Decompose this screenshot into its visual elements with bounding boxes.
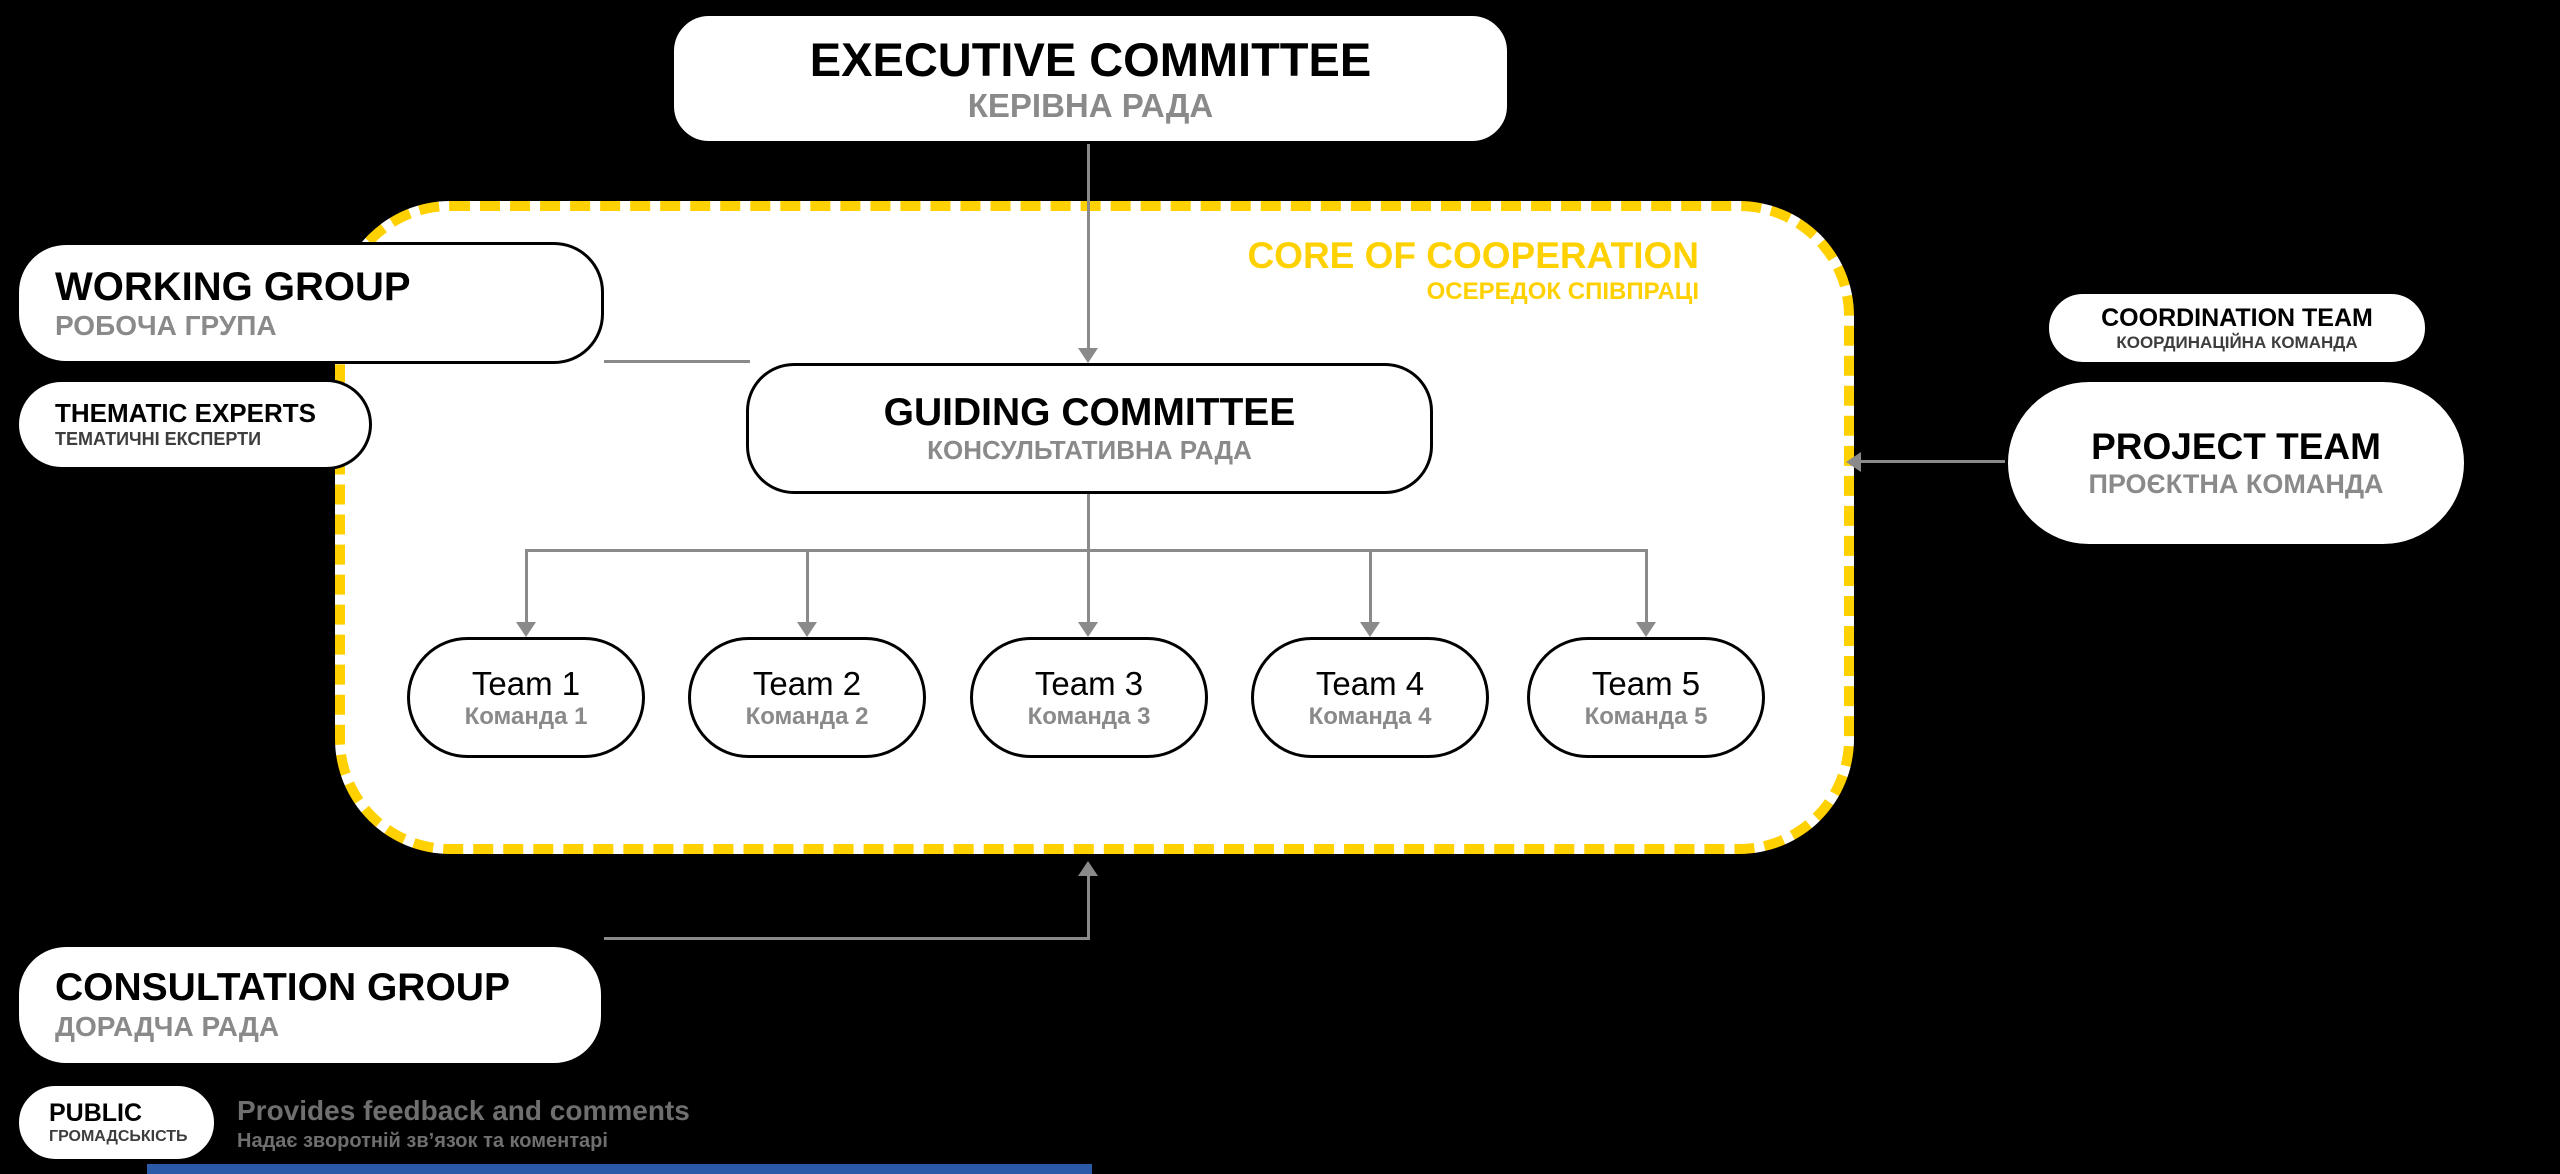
team-3-title: Team 3 (1034, 664, 1144, 702)
arrowhead-left-to-core-icon (1846, 452, 1861, 472)
team-2-box: Team 2 Команда 2 (688, 637, 926, 758)
team-1-box: Team 1 Команда 1 (407, 637, 645, 758)
connector-to-team-1 (525, 549, 528, 623)
connector-consultation-vertical (1087, 876, 1090, 940)
executive-committee-box: EXECUTIVE COMMITTEE КЕРІВНА РАДА (671, 13, 1510, 144)
team-3-subtitle: Команда 3 (1027, 702, 1151, 730)
core-of-cooperation-title-block: CORE OF COOPERATION ОСЕРЕДОК СПІВПРАЦІ (1247, 235, 1699, 306)
public-box: PUBLIC ГРОМАДСЬКІСТЬ (16, 1083, 217, 1162)
working-group-box: WORKING GROUP РОБОЧА ГРУПА (16, 242, 604, 364)
coordination-team-subtitle: КООРДИНАЦІЙНА КОМАНДА (2116, 332, 2358, 352)
consultation-group-box: CONSULTATION GROUP ДОРАДЧА РАДА (16, 944, 604, 1066)
public-subtitle: ГРОМАДСЬКІСТЬ (49, 1127, 188, 1145)
project-team-title: PROJECT TEAM (2091, 426, 2381, 468)
project-team-subtitle: ПРОЄКТНА КОМАНДА (2088, 468, 2384, 499)
thematic-experts-title: THEMATIC EXPERTS (55, 398, 316, 429)
feedback-note-line1: Provides feedback and comments (237, 1095, 690, 1126)
team-2-subtitle: Команда 2 (745, 702, 869, 730)
connector-to-team-5 (1645, 549, 1648, 623)
arrowhead-down-team-4-icon (1360, 622, 1380, 637)
guiding-committee-title: GUIDING COMMITTEE (883, 391, 1296, 435)
connector-to-team-3 (1087, 549, 1090, 623)
guiding-committee-subtitle: КОНСУЛЬТАТИВНА РАДА (927, 434, 1252, 465)
team-5-box: Team 5 Команда 5 (1527, 637, 1765, 758)
team-4-box: Team 4 Команда 4 (1251, 637, 1489, 758)
team-4-subtitle: Команда 4 (1308, 702, 1432, 730)
executive-committee-title: EXECUTIVE COMMITTEE (809, 32, 1372, 86)
team-5-title: Team 5 (1591, 664, 1701, 702)
feedback-note: Provides feedback and comments Надає зво… (237, 1094, 690, 1154)
working-group-title: WORKING GROUP (55, 264, 411, 309)
team-3-box: Team 3 Команда 3 (970, 637, 1208, 758)
arrowhead-down-to-guiding-icon (1078, 348, 1098, 363)
consultation-group-subtitle: ДОРАДЧА РАДА (55, 1011, 280, 1043)
arrowhead-down-team-1-icon (516, 622, 536, 637)
team-4-title: Team 4 (1315, 664, 1425, 702)
coordination-team-box: COORDINATION TEAM КООРДИНАЦІЙНА КОМАНДА (2046, 291, 2428, 365)
core-of-cooperation-title: CORE OF COOPERATION (1247, 235, 1699, 276)
thematic-experts-box: THEMATIC EXPERTS ТЕМАТИЧНІ ЕКСПЕРТИ (16, 379, 372, 470)
core-of-cooperation-subtitle: ОСЕРЕДОК СПІВПРАЦІ (1426, 277, 1699, 305)
public-title: PUBLIC (49, 1098, 143, 1127)
executive-committee-subtitle: КЕРІВНА РАДА (967, 86, 1214, 124)
project-team-box: PROJECT TEAM ПРОЄКТНА КОМАНДА (2005, 379, 2467, 547)
connector-executive-to-guiding (1087, 144, 1090, 350)
coordination-team-title: COORDINATION TEAM (2101, 303, 2373, 332)
connector-consultation-horizontal (604, 937, 1089, 940)
arrowhead-down-team-3-icon (1078, 622, 1098, 637)
team-1-title: Team 1 (471, 664, 581, 702)
connector-to-team-4 (1369, 549, 1372, 623)
footer-bar (147, 1164, 1092, 1174)
consultation-group-title: CONSULTATION GROUP (55, 966, 510, 1010)
arrowhead-up-to-core-icon (1078, 861, 1098, 876)
working-group-subtitle: РОБОЧА ГРУПА (55, 309, 277, 341)
connector-project-team-to-core (1860, 460, 2005, 463)
connector-to-team-2 (806, 549, 809, 623)
team-2-title: Team 2 (752, 664, 862, 702)
team-5-subtitle: Команда 5 (1584, 702, 1708, 730)
arrowhead-down-team-2-icon (797, 622, 817, 637)
guiding-committee-box: GUIDING COMMITTEE КОНСУЛЬТАТИВНА РАДА (746, 363, 1433, 494)
connector-teams-crossbar (525, 549, 1647, 552)
arrowhead-down-team-5-icon (1636, 622, 1656, 637)
thematic-experts-subtitle: ТЕМАТИЧНІ ЕКСПЕРТИ (55, 429, 262, 450)
feedback-note-line2: Надає зворотній зв’язок та коментарі (237, 1129, 608, 1152)
connector-working-group-to-guiding (604, 360, 750, 363)
connector-guiding-stem (1087, 494, 1090, 551)
team-1-subtitle: Команда 1 (464, 702, 588, 730)
